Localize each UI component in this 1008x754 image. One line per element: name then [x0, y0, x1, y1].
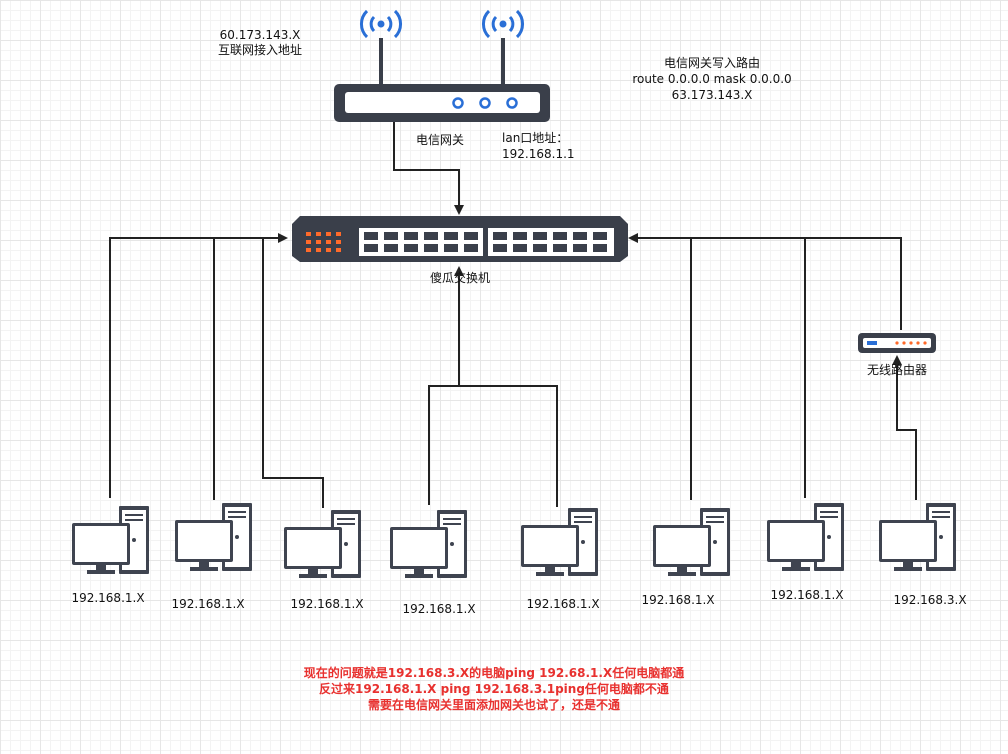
computer-ip-label: 192.168.1.X — [770, 588, 844, 602]
gateway-lan-caption: lan口地址： — [502, 131, 569, 145]
computer-icon — [521, 508, 598, 576]
link-gateway-switch — [393, 120, 464, 215]
switch-port — [384, 232, 398, 240]
switch-led — [316, 232, 321, 236]
route-title: 电信网关写入路由 — [663, 56, 761, 70]
switch-led — [306, 232, 311, 236]
switch-led — [326, 240, 331, 244]
switch-port — [533, 232, 547, 240]
link-pc5-switch — [459, 385, 558, 507]
switch-led — [336, 248, 341, 252]
computer-ip-label: 192.168.1.X — [641, 593, 715, 607]
link-pc8-router — [892, 355, 917, 500]
switch-port — [573, 232, 587, 240]
switch-port — [444, 244, 458, 252]
switch-led — [316, 240, 321, 244]
switch-port — [364, 244, 378, 252]
computer-icon — [879, 503, 956, 571]
link-pc3-switch — [262, 238, 324, 508]
problem-note: 现在的问题就是192.168.3.X的电脑ping 192.68.1.X任何电脑… — [304, 665, 684, 713]
switch-port — [424, 232, 438, 240]
wireless-router-device — [858, 333, 936, 353]
link-pc1-switch — [109, 233, 288, 498]
switch-port-bank — [359, 228, 483, 256]
computer-icon — [72, 506, 149, 574]
computer-ip-label: 192.168.3.X — [893, 593, 967, 607]
switch-port — [404, 232, 418, 240]
computer-ip-label: 192.168.1.X — [402, 602, 476, 616]
computer-ip-label: 192.168.1.X — [171, 597, 245, 611]
computer-ip-label: 192.168.1.X — [526, 597, 600, 611]
connections — [109, 120, 917, 508]
gateway-wan-caption: 互联网接入地址 — [217, 43, 303, 57]
switch-port — [493, 244, 507, 252]
switch-port — [513, 232, 527, 240]
switch-port — [404, 244, 418, 252]
switch-port — [364, 232, 378, 240]
note-line: 现在的问题就是192.168.3.X的电脑ping 192.68.1.X任何电脑… — [303, 666, 685, 680]
link-pc6-switch — [628, 233, 692, 500]
switch-port — [573, 244, 587, 252]
computer-icon — [175, 503, 252, 571]
switch-led — [336, 240, 341, 244]
wireless-router-label: 无线路由器 — [866, 363, 928, 377]
switch-led — [326, 248, 331, 252]
route-next-hop: 63.173.143.X — [671, 88, 753, 102]
switch-led — [336, 232, 341, 236]
gateway-name: 电信网关 — [416, 133, 465, 147]
switch-port — [464, 244, 478, 252]
link-router-switch — [691, 237, 902, 330]
switch-port — [424, 244, 438, 252]
switch-led — [316, 248, 321, 252]
switch-port — [444, 232, 458, 240]
note-line: 需要在电信网关里面添加网关也试了，还是不通 — [367, 698, 621, 712]
wifi-antenna-icon — [360, 9, 402, 88]
computer-icon — [767, 503, 844, 571]
computers — [72, 503, 956, 578]
switch-port — [464, 232, 478, 240]
computer-icon — [284, 510, 361, 578]
switch-port — [593, 244, 607, 252]
note-line: 反过来192.168.1.X ping 192.168.3.1ping任何电脑都… — [319, 682, 669, 696]
computer-icon — [390, 510, 467, 578]
switch-led — [306, 248, 311, 252]
gateway-lan-ip: 192.168.1.1 — [502, 147, 575, 161]
computer-ip-label: 192.168.1.X — [290, 597, 364, 611]
switch-port — [513, 244, 527, 252]
switch-port — [533, 244, 547, 252]
computer-icon — [653, 508, 730, 576]
switch-device — [292, 216, 628, 262]
switch-port — [493, 232, 507, 240]
switch-led — [306, 240, 311, 244]
switch-port — [384, 244, 398, 252]
link-pc4-switch — [428, 266, 464, 505]
route-command: route 0.0.0.0 mask 0.0.0.0 — [632, 72, 792, 86]
switch-led — [326, 232, 331, 236]
switch-port — [553, 244, 567, 252]
switch-port — [593, 232, 607, 240]
gateway-wan-ip: 60.173.143.X — [219, 28, 301, 42]
computer-ip-label: 192.168.1.X — [71, 591, 145, 605]
switch-label: 傻瓜交换机 — [429, 271, 491, 285]
gateway-device — [334, 9, 550, 122]
wifi-antenna-icon — [482, 9, 524, 88]
switch-port — [553, 232, 567, 240]
